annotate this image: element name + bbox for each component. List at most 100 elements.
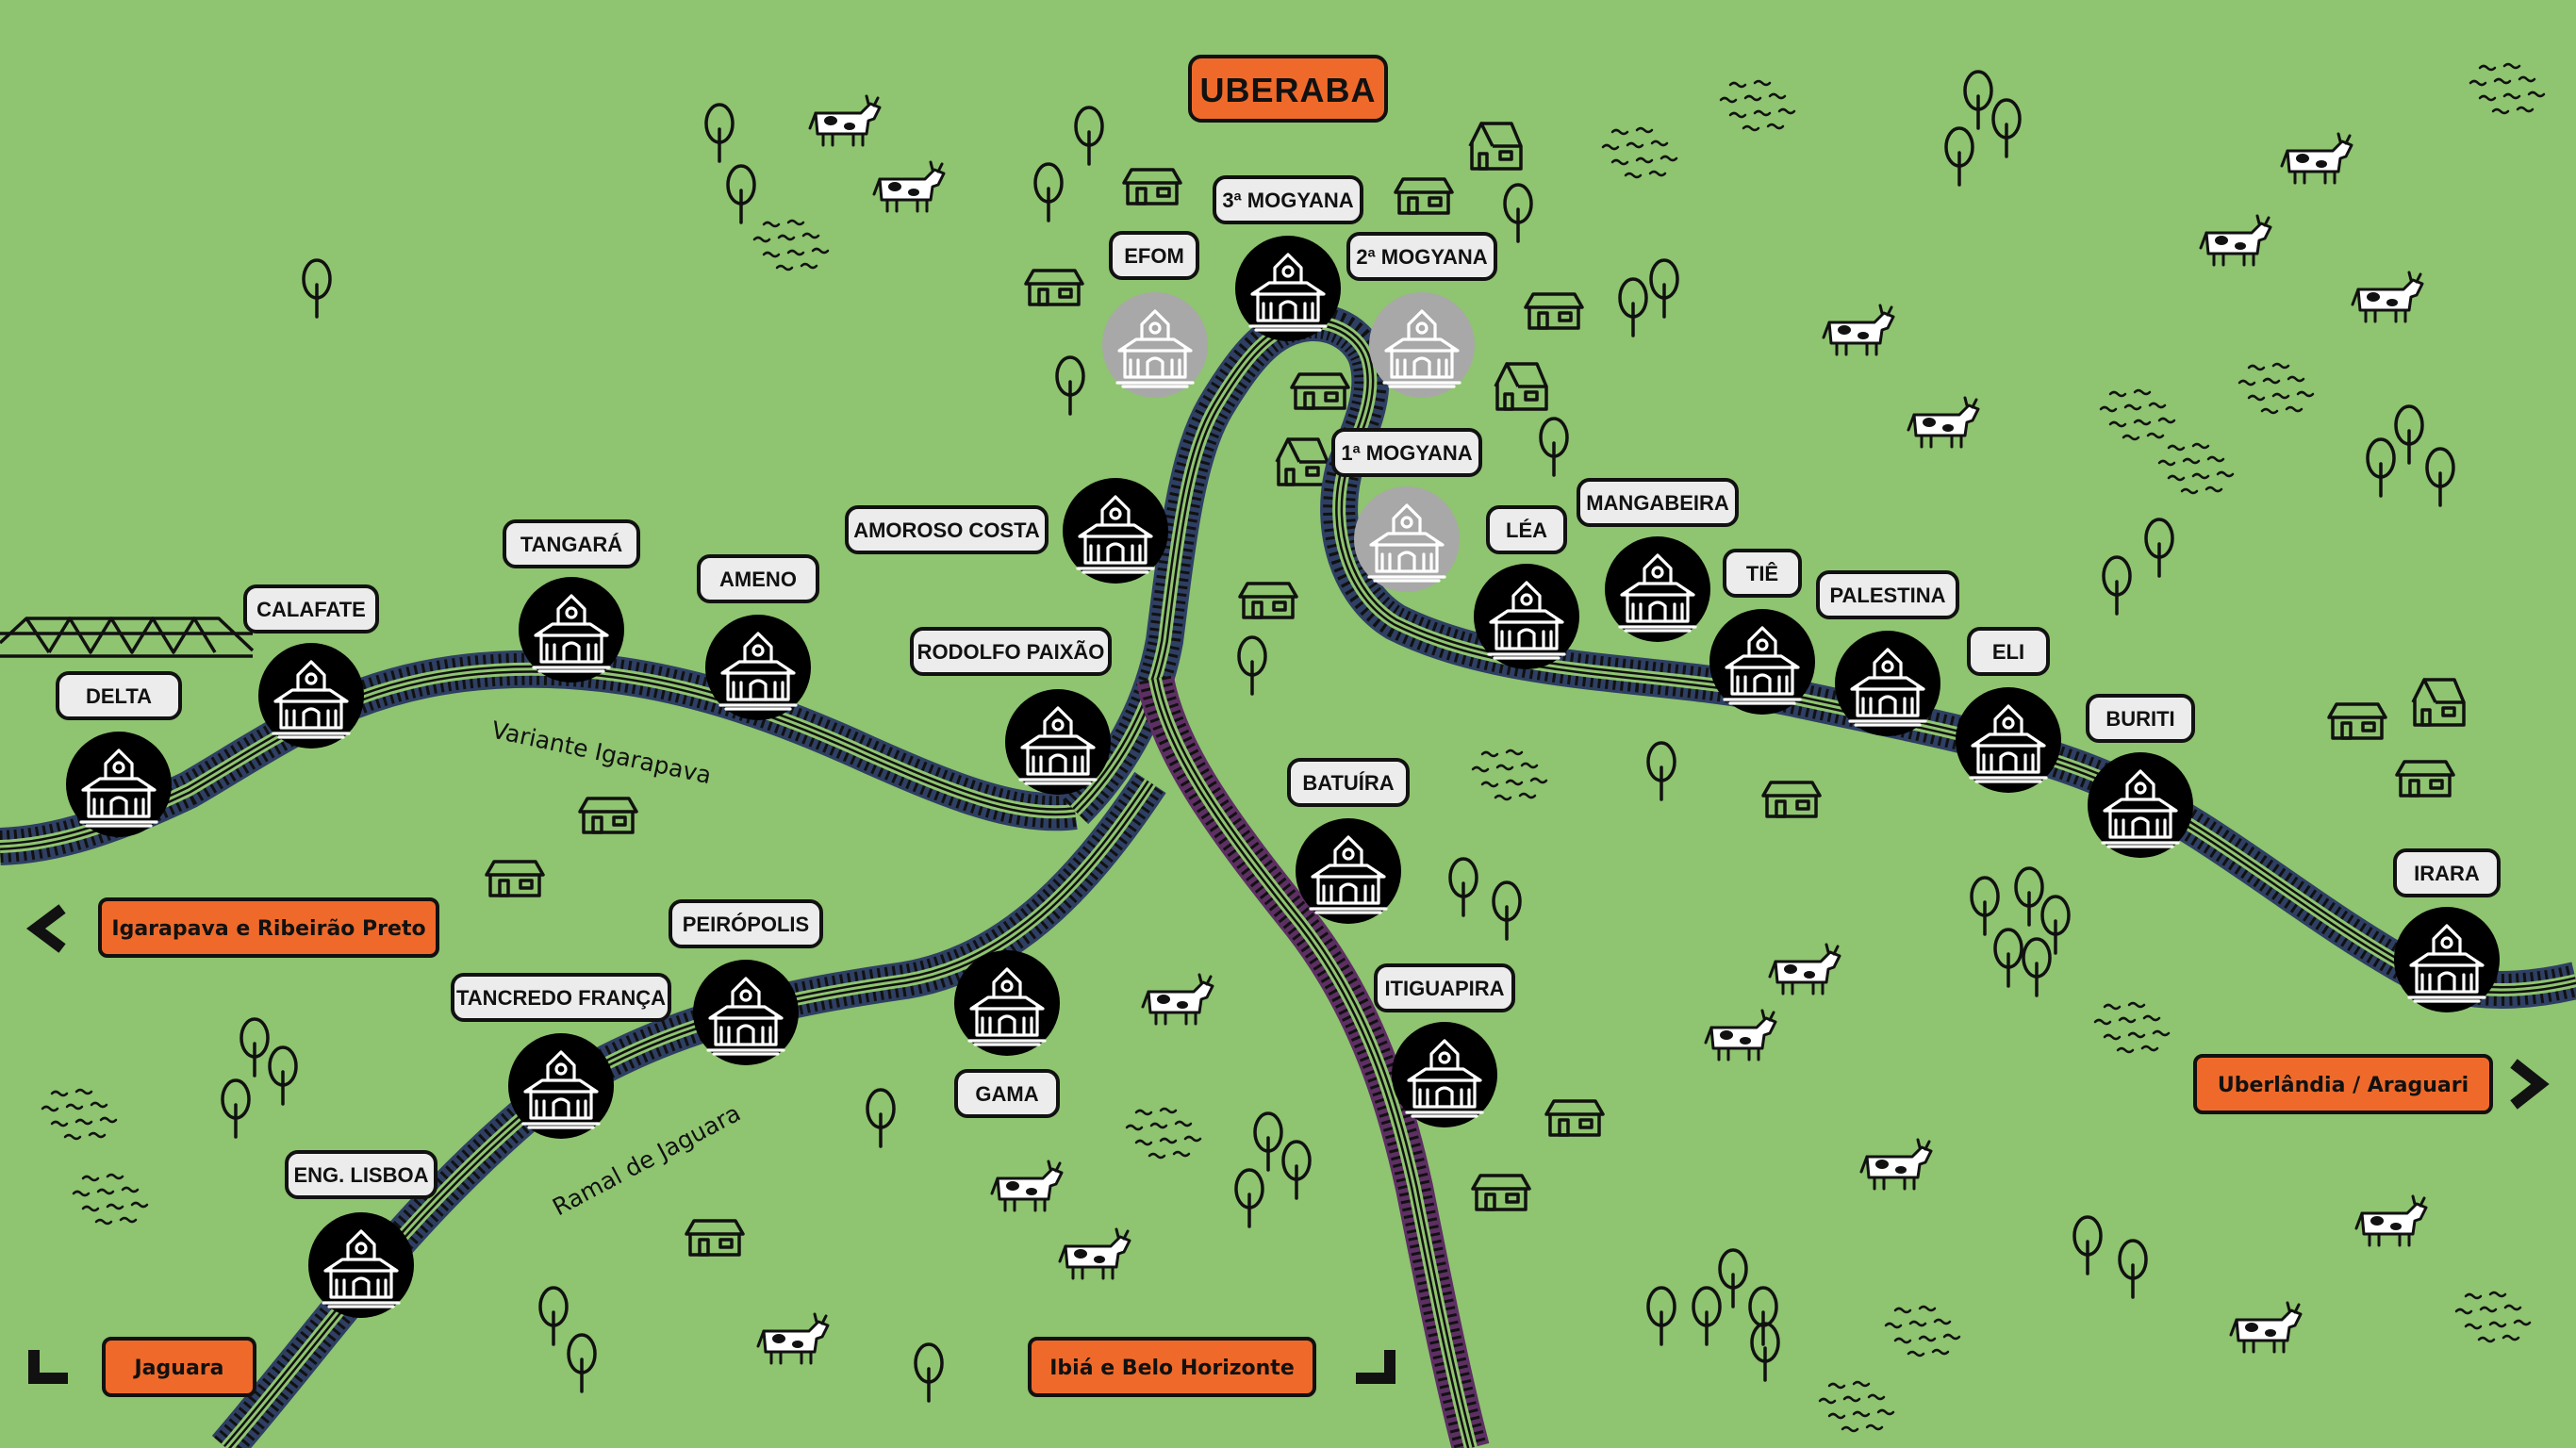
station-palestina[interactable]: PALESTINA [1816,570,1959,736]
station-label: DELTA [86,684,152,708]
destination-jaguara-label: Jaguara [133,1357,224,1380]
station-3-mogyana[interactable]: 3ª MOGYANA [1213,175,1363,341]
station-marker[interactable] [2394,907,2500,1012]
station-label: PEIRÓPOLIS [683,913,809,936]
arrow-down-left-icon[interactable] [28,1350,68,1384]
station-marker[interactable] [1005,689,1111,795]
station-label-box [1213,175,1363,224]
station-label: 2ª MOGYANA [1356,245,1487,269]
station-marker[interactable] [519,577,624,683]
destination-uberlandia[interactable]: Uberlândia / Araguari [2193,1054,2550,1114]
station-label-box [1374,963,1515,1012]
destination-uberlandia-label: Uberlândia / Araguari [2218,1074,2469,1097]
station-irara[interactable]: IRARA [2393,848,2501,1012]
station-tancredo-franc-a[interactable]: TANCREDO FRANÇA [451,973,671,1139]
station-buriti[interactable]: BURITI [2086,694,2195,858]
station-label-box [1967,627,2050,676]
station-mangabeira[interactable]: MANGABEIRA [1577,478,1739,642]
city-title-text: UBERABA [1200,71,1377,109]
station-marker[interactable] [1102,292,1208,398]
station-label: AMOROSO COSTA [853,518,1040,542]
station-label-box [954,1069,1060,1118]
station-marker[interactable] [308,1212,414,1318]
station-marker[interactable] [705,615,811,720]
station-marker[interactable] [1709,609,1815,715]
station-marker[interactable] [1369,292,1475,398]
station-eng-lisboa[interactable]: ENG. LISBOA [285,1150,438,1318]
station-label-box [243,584,379,634]
station-label: AMENO [719,568,797,591]
station-peiro-polis[interactable]: PEIRÓPOLIS [669,899,823,1065]
station-marker[interactable] [954,950,1060,1056]
station-batui-ra[interactable]: BATUÍRA [1287,758,1410,924]
station-marker[interactable] [1956,687,2061,793]
arrow-down-right-icon[interactable] [1356,1350,1395,1384]
stations-layer: DELTA CALAFATE TANGARÁ AMENO RODOLFO PAIXÃO A… [56,175,2501,1318]
station-label: ITIGUAPIRA [1384,977,1504,1000]
destination-jaguara[interactable]: Jaguara [28,1337,256,1397]
station-marker[interactable] [66,732,172,837]
station-marker[interactable] [508,1033,614,1139]
station-label-box [451,973,671,1022]
station-label-box [2086,694,2195,743]
station-amoroso-costa[interactable]: AMOROSO COSTA [845,478,1168,584]
station-label: 3ª MOGYANA [1222,189,1353,212]
arrow-left-icon[interactable] [26,904,66,953]
station-efom[interactable]: EFOM [1102,231,1208,398]
station-marker[interactable] [1392,1022,1497,1127]
station-tangara[interactable]: TANGARÁ [503,519,640,683]
station-marker[interactable] [1235,236,1341,341]
station-marker[interactable] [1063,478,1168,584]
destination-ibia-label: Ibiá e Belo Horizonte [1049,1357,1295,1380]
station-delta[interactable]: DELTA [56,671,182,837]
station-rodolfo-paixa-o[interactable]: RODOLFO PAIXÃO [910,627,1112,795]
arrow-right-icon[interactable] [2510,1059,2550,1110]
station-itiguapira[interactable]: ITIGUAPIRA [1374,963,1515,1127]
station-label-box [56,671,182,720]
station-label: TANCREDO FRANÇA [456,986,666,1010]
station-label-box [845,505,1049,554]
station-label: BATUÍRA [1302,771,1394,795]
station-eli[interactable]: ELI [1956,627,2061,793]
station-gama[interactable]: GAMA [954,950,1060,1118]
station-le-a[interactable]: LÉA [1474,505,1579,669]
station-marker[interactable] [1605,536,1710,642]
station-marker[interactable] [258,643,364,749]
station-tie[interactable]: TIÊ [1709,549,1815,715]
station-label: BURITI [2105,707,2174,731]
station-calafate[interactable]: CALAFATE [243,584,379,749]
station-label-box [1287,758,1410,807]
station-label: ELI [1992,640,2024,664]
station-label: MANGABEIRA [1586,491,1729,515]
station-marker[interactable] [1354,486,1460,592]
station-label-box [2393,848,2501,897]
destination-ibia[interactable]: Ibiá e Belo Horizonte [1028,1337,1395,1397]
station-marker[interactable] [1296,818,1401,924]
station-label-box [697,554,819,603]
station-label: ENG. LISBOA [293,1163,428,1187]
station-label: PALESTINA [1829,584,1945,607]
station-label-box [285,1150,438,1199]
station-ameno[interactable]: AMENO [697,554,819,720]
station-label: IRARA [2414,862,2480,885]
rail-trunk [1061,304,2576,1009]
station-label: LÉA [1506,518,1547,542]
station-marker[interactable] [1835,631,1940,736]
station-label-box [1346,232,1497,281]
station-label: TANGARÁ [520,533,622,556]
station-marker[interactable] [693,960,799,1065]
station-label-box [1723,549,1802,598]
station-marker[interactable] [2088,752,2193,858]
station-label-box [669,899,823,948]
station-marker[interactable] [1474,564,1579,669]
station-2-mogyana[interactable]: 2ª MOGYANA [1346,232,1497,398]
station-label-box [910,627,1112,676]
station-1-mogyana[interactable]: 1ª MOGYANA [1331,428,1482,592]
station-label-box [1486,505,1567,554]
station-label-box [1816,570,1959,619]
railways [0,304,2576,1448]
station-label-box [503,519,640,568]
destination-igarapava[interactable]: Igarapava e Ribeirão Preto [26,897,439,958]
station-label-box [1331,428,1482,477]
